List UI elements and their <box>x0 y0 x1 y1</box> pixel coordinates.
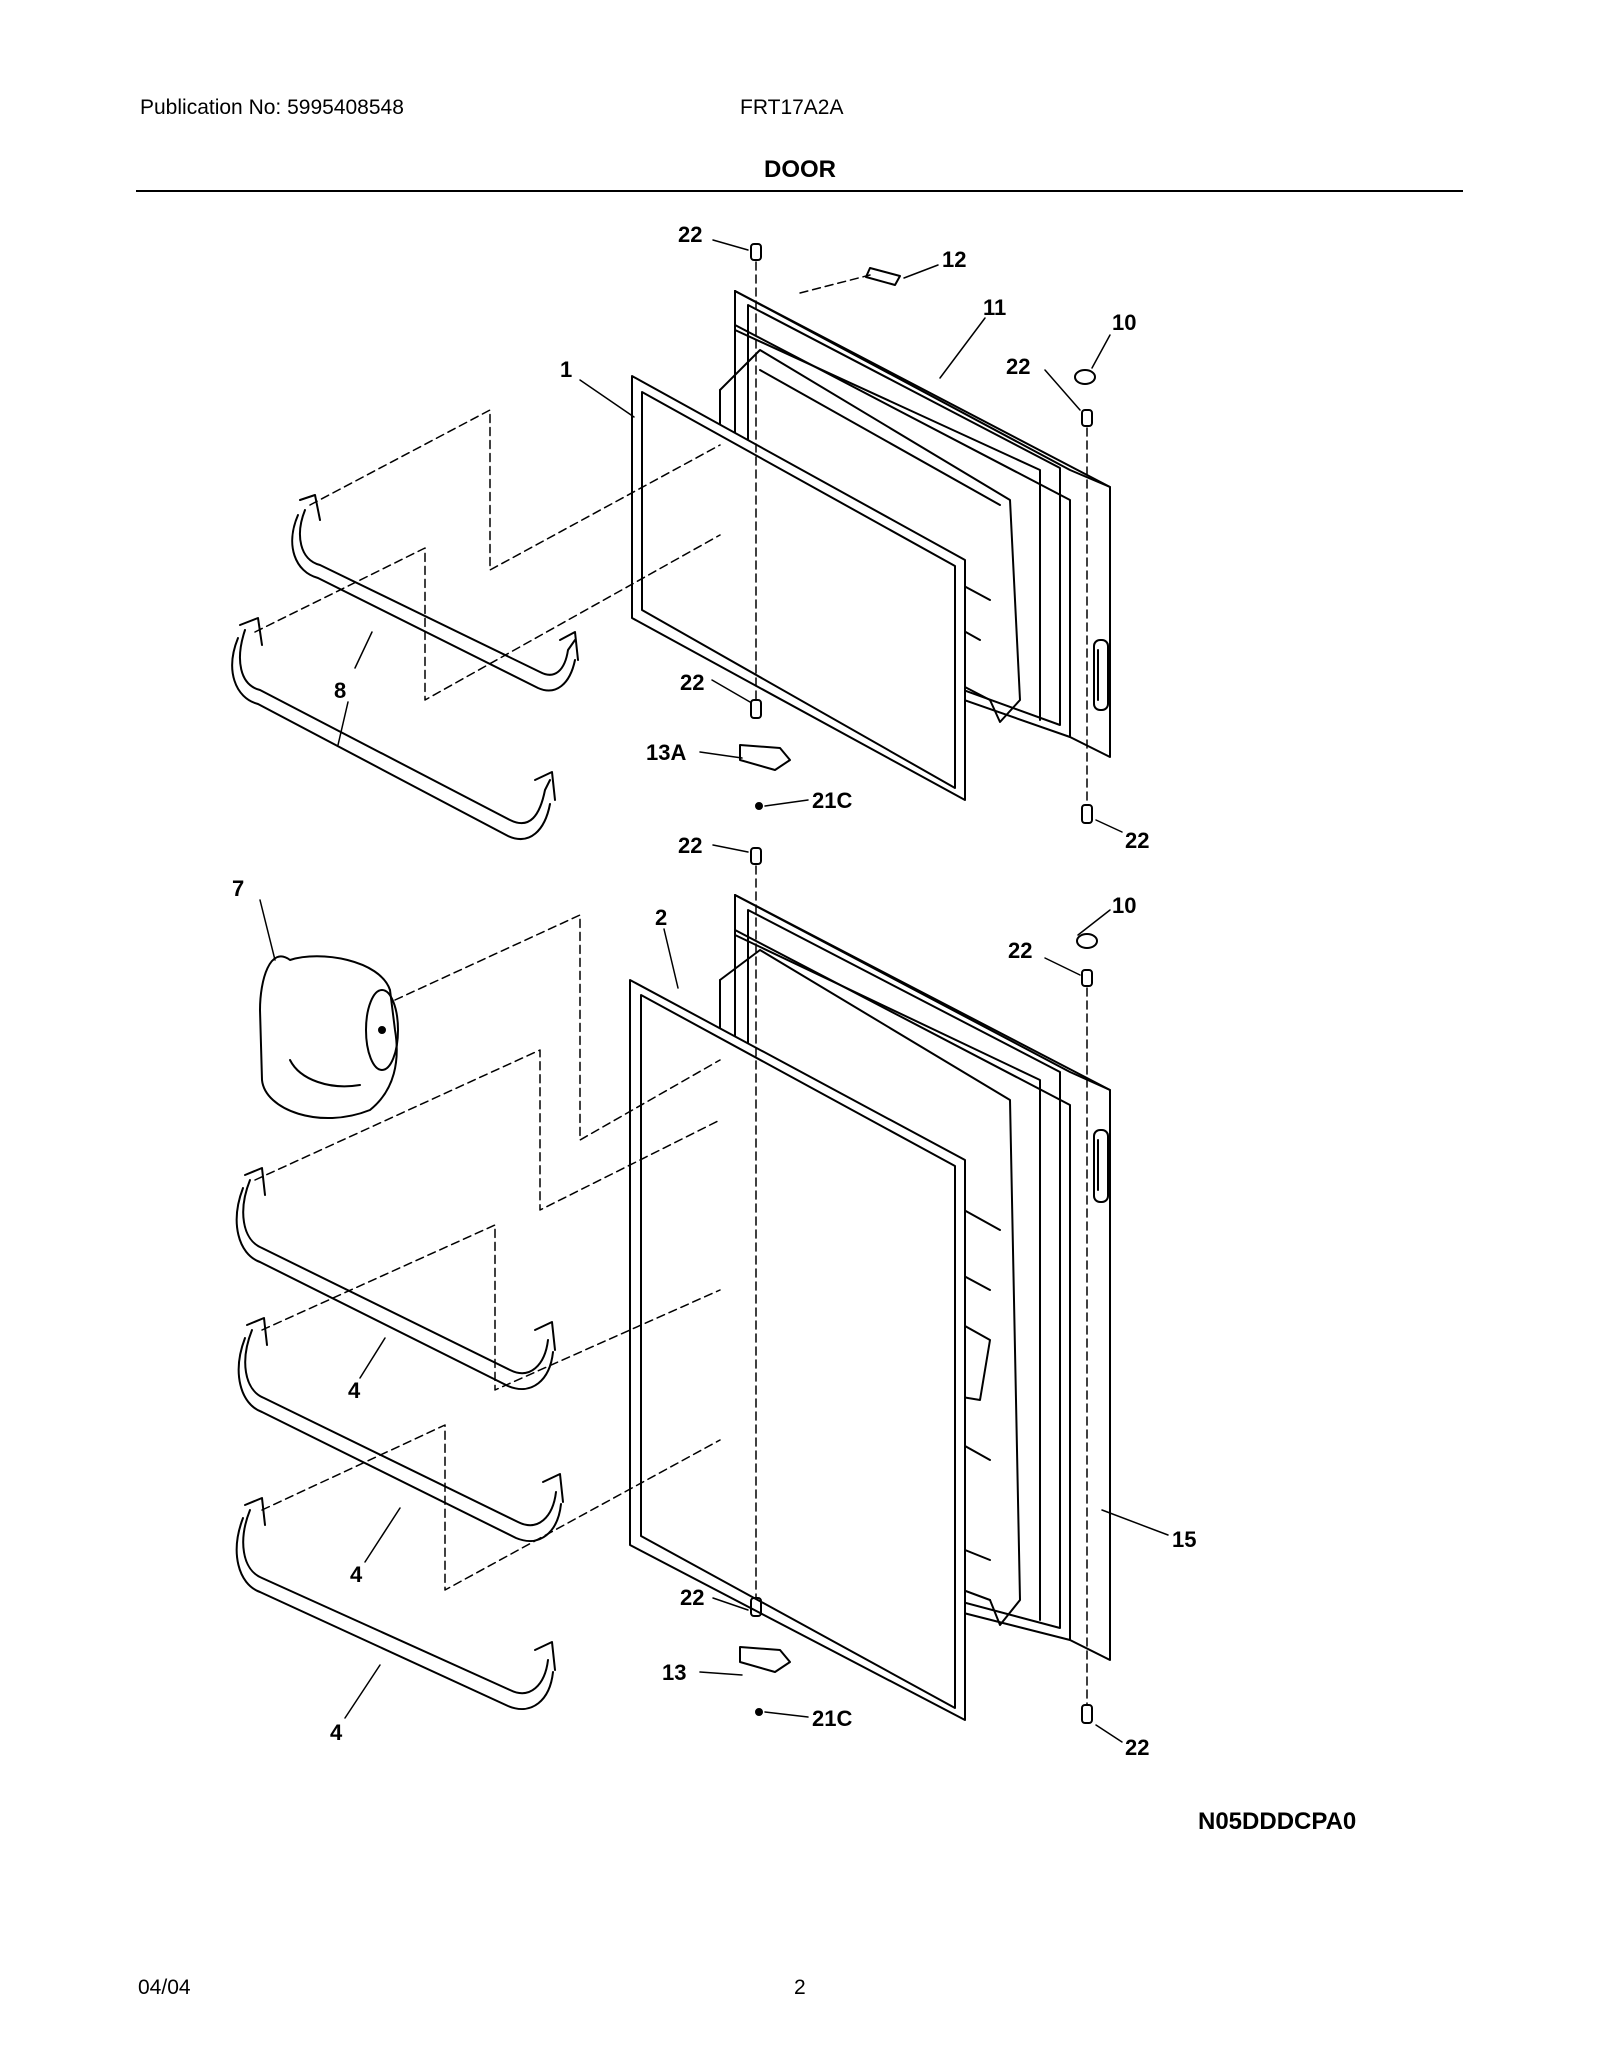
header-divider <box>136 190 1463 192</box>
freezer-door-shelf-rails <box>231 494 579 840</box>
callout-22: 22 <box>1125 828 1149 853</box>
dairy-door-bin <box>259 955 399 1119</box>
callout-2: 2 <box>655 905 667 930</box>
callout-22: 22 <box>1125 1735 1149 1760</box>
freezer-door-gasket <box>631 375 966 801</box>
fresh-food-door-gasket <box>629 979 966 1721</box>
callout-7: 7 <box>232 876 244 901</box>
callout-10: 10 <box>1112 893 1136 918</box>
callout-4: 4 <box>348 1378 361 1403</box>
callout-22: 22 <box>1008 938 1032 963</box>
callout-4: 4 <box>350 1562 363 1587</box>
callout-13a: 13A <box>646 740 686 765</box>
diagram-code: N05DDDCPA0 <box>1198 1808 1357 1835</box>
callout-10: 10 <box>1112 310 1136 335</box>
footer-date: 04/04 <box>138 1976 191 1999</box>
callout-4: 4 <box>330 1720 343 1745</box>
callout-12: 12 <box>942 247 966 272</box>
callout-8: 8 <box>334 678 346 703</box>
page-title: DOOR <box>764 156 836 183</box>
model-number: FRT17A2A <box>740 96 844 119</box>
callout-22: 22 <box>1006 354 1030 379</box>
callout-22: 22 <box>678 222 702 247</box>
callout-11: 11 <box>983 295 1006 320</box>
callout-21c: 21C <box>812 1706 852 1731</box>
callout-15: 15 <box>1172 1527 1196 1552</box>
page-number: 2 <box>794 1976 806 1999</box>
callout-22: 22 <box>680 1585 704 1610</box>
callout-21c: 21C <box>812 788 852 813</box>
callout-1: 1 <box>560 357 572 382</box>
alignment-guides <box>254 261 1088 1706</box>
fresh-food-door-shelf-rails <box>235 1167 564 1710</box>
callout-22: 22 <box>680 670 704 695</box>
publication-number: Publication No: 5995408548 <box>140 96 404 119</box>
callout-22: 22 <box>678 833 702 858</box>
callout-leaders <box>259 239 1169 1743</box>
callout-13: 13 <box>662 1660 686 1685</box>
callout-labels: 22 12 11 10 22 1 8 22 13A 21C 22 22 7 2 … <box>232 222 1196 1760</box>
